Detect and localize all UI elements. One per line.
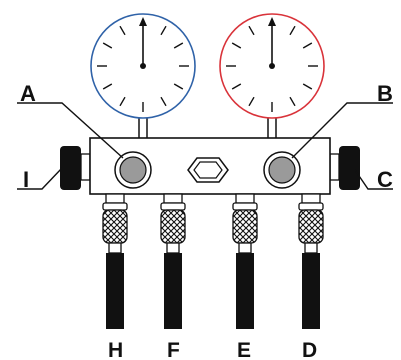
fitting-nut-f [163, 193, 183, 204]
fitting-flare-d [298, 202, 324, 211]
fitting-collar-h [108, 242, 122, 254]
gauge-tick [248, 25, 255, 36]
gauge-tick [160, 96, 167, 107]
knurled-fitting-f [160, 209, 186, 244]
label-e: E [237, 339, 251, 360]
fitting-nut-e [235, 193, 255, 204]
hose-e [236, 253, 254, 329]
knurled-fitting-e [232, 209, 258, 244]
low-gauge-ticks [97, 25, 189, 112]
high-gauge-ticks [226, 25, 318, 112]
left-valve-knob [60, 146, 91, 190]
hose-group [102, 193, 324, 329]
low-side-gauge [90, 13, 196, 138]
fitting-collar-d [304, 242, 318, 254]
fitting-nut-d [301, 193, 321, 204]
leader-a [17, 102, 124, 159]
leader-b [291, 102, 393, 159]
high-side-sight-glass [263, 151, 301, 189]
gauge-tick [289, 25, 296, 36]
label-h: H [108, 339, 123, 360]
hose-f [164, 253, 182, 329]
fitting-collar-e [238, 242, 252, 254]
gauge-tick [119, 96, 126, 107]
low-gauge-pivot [140, 63, 146, 69]
leader-lines [17, 102, 393, 190]
hose-d [302, 253, 320, 329]
center-hex-plug [187, 157, 229, 183]
low-gauge-needle-arrow [139, 17, 147, 26]
gauge-tick [302, 42, 313, 49]
fitting-collar-f [166, 242, 180, 254]
label-a: A [20, 81, 36, 106]
gauge-tick [248, 96, 255, 107]
gauge-tick [102, 42, 113, 49]
gauge-tick [102, 83, 113, 90]
label-i: I [23, 167, 29, 192]
high-gauge-pivot [269, 63, 275, 69]
label-b: B [377, 81, 393, 106]
gauge-tick [160, 25, 167, 36]
gauge-tick [231, 83, 242, 90]
leader-c [354, 169, 393, 190]
gauge-tick [289, 96, 296, 107]
label-f: F [167, 339, 180, 360]
gauge-tick [173, 42, 184, 49]
fitting-nut-h [105, 193, 125, 204]
gauge-tick [119, 25, 126, 36]
low-side-sight-glass [114, 151, 152, 189]
fitting-flare-f [160, 202, 186, 211]
right-valve-knob [329, 146, 360, 190]
fitting-flare-e [232, 202, 258, 211]
high-side-gauge [219, 13, 325, 138]
hose-h [106, 253, 124, 329]
gauge-tick [231, 42, 242, 49]
knurled-fitting-h [102, 209, 128, 244]
fitting-flare-h [102, 202, 128, 211]
gauge-tick [173, 83, 184, 90]
knurled-fitting-d [298, 209, 324, 244]
high-gauge-needle-arrow [268, 17, 276, 26]
label-c: C [377, 167, 393, 192]
gauge-tick [302, 83, 313, 90]
label-d: D [302, 339, 317, 360]
leader-i [17, 167, 63, 190]
